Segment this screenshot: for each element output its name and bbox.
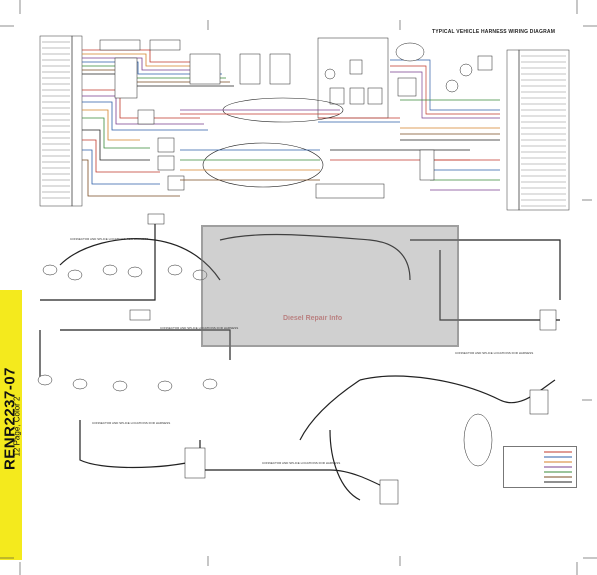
- lower-connectors: [37, 213, 557, 505]
- upper-connectors: [99, 39, 291, 191]
- callout-connector-locations-1: CONNECTOR AND SPLICE LOCATIONS FOR HARNE…: [70, 237, 149, 241]
- callout-connector-locations-2: CONNECTOR AND SPLICE LOCATIONS FOR HARNE…: [160, 326, 239, 330]
- watermark-text: Diesel Repair Info: [283, 315, 343, 322]
- center-module: [317, 37, 400, 123]
- wire-color-legend: [503, 446, 577, 488]
- diagram-title: TYPICAL VEHICLE HARNESS WIRING DIAGRAM: [432, 29, 556, 35]
- callout-connector-locations-4: CONNECTOR AND SPLICE LOCATIONS FOR HARNE…: [262, 461, 341, 465]
- right-pin-table: [506, 49, 570, 211]
- callout-connector-locations-3: CONNECTOR AND SPLICE LOCATIONS FOR HARNE…: [92, 421, 171, 425]
- document-id-strip: RENR2237-07 12 Page, Color 2: [0, 290, 22, 560]
- left-pin-table: [39, 35, 83, 207]
- lower-harness: [39, 222, 561, 501]
- splice-ellipses: [202, 97, 344, 188]
- watermark-overlay: [201, 225, 459, 347]
- callout-connector-locations-5: CONNECTOR AND SPLICE LOCATIONS FOR HARNE…: [455, 351, 534, 355]
